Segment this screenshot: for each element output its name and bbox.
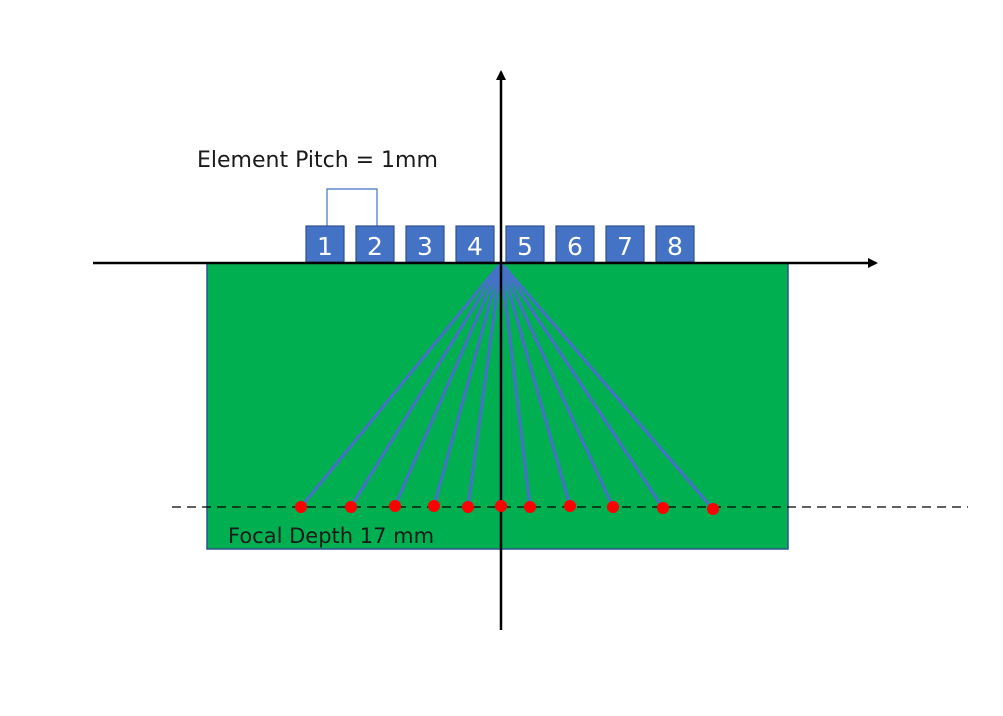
beam-ray <box>466 262 503 508</box>
focal-point <box>295 501 307 513</box>
focal-point <box>462 501 474 513</box>
beam-ray <box>349 262 503 508</box>
transducer-element: 6 <box>555 225 595 263</box>
pitch-bracket <box>326 188 378 226</box>
beam-ray <box>499 262 532 508</box>
transducer-element-label: 1 <box>317 232 333 261</box>
transducer-element: 7 <box>605 225 645 263</box>
focal-point <box>607 501 619 513</box>
transducer-element: 3 <box>405 225 445 263</box>
transducer-element: 5 <box>505 225 545 263</box>
focal-point <box>495 500 507 512</box>
transducer-element-label: 3 <box>417 232 433 261</box>
transducer-element: 2 <box>355 225 395 263</box>
transducer-element: 4 <box>455 225 495 263</box>
transducer-element: 8 <box>655 225 695 263</box>
transducer-element: 1 <box>305 225 345 263</box>
transducer-element-label: 4 <box>467 232 483 261</box>
beam-ray <box>499 262 615 508</box>
focal-point <box>564 500 576 512</box>
transducer-element-label: 2 <box>367 232 383 261</box>
beam-ray <box>499 262 572 507</box>
transducer-element-box <box>555 225 595 263</box>
beam-ray <box>393 262 503 507</box>
transducer-element-box <box>455 225 495 263</box>
transducer-element-box <box>355 225 395 263</box>
focal-point <box>428 500 440 512</box>
beam-ray <box>299 261 503 509</box>
transducer-element-box <box>505 225 545 263</box>
beam-ray <box>499 262 665 509</box>
transducer-array: 1 2 3 4 5 6 7 8 <box>305 225 695 263</box>
beam-ray <box>499 261 715 511</box>
transducer-element-label: 6 <box>567 232 583 261</box>
transducer-element-label: 7 <box>617 232 633 261</box>
beam-rays <box>299 261 715 511</box>
transducer-element-label: 5 <box>517 232 533 261</box>
focal-depth-label: Focal Depth 17 mm <box>228 524 435 548</box>
focal-point <box>345 501 357 513</box>
focal-point <box>524 501 536 513</box>
focal-point <box>389 500 401 512</box>
element-pitch-label: Element Pitch = 1mm <box>197 148 438 173</box>
focal-point <box>707 503 719 515</box>
focal-point <box>657 502 669 514</box>
transducer-element-box <box>305 225 345 263</box>
focal-points <box>295 500 719 515</box>
transducer-element-label: 8 <box>667 232 683 261</box>
beam-ray <box>432 262 503 507</box>
transducer-element-box <box>405 225 445 263</box>
